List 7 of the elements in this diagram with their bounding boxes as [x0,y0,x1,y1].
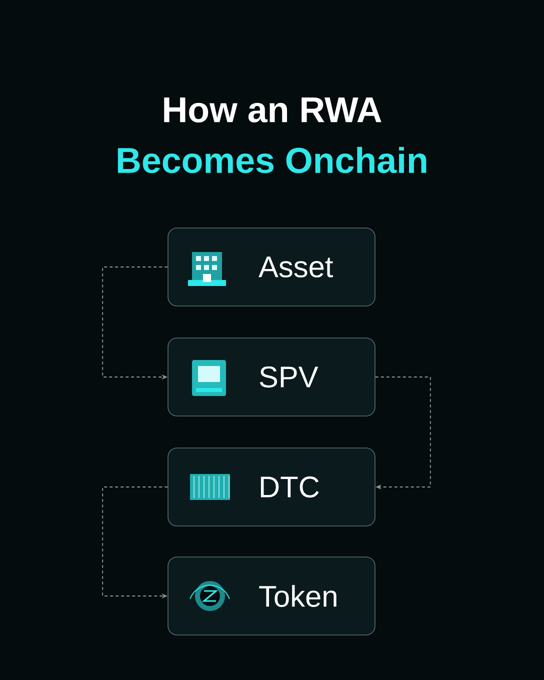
title: How an RWA [164,98,382,122]
process-box: DTC [168,448,376,526]
subtitle: Becomes Onchain [118,146,426,174]
process-box: Token [168,556,376,636]
process-box: SPV [168,338,376,416]
arrow [374,376,431,490]
process-box: Asset [168,228,376,306]
